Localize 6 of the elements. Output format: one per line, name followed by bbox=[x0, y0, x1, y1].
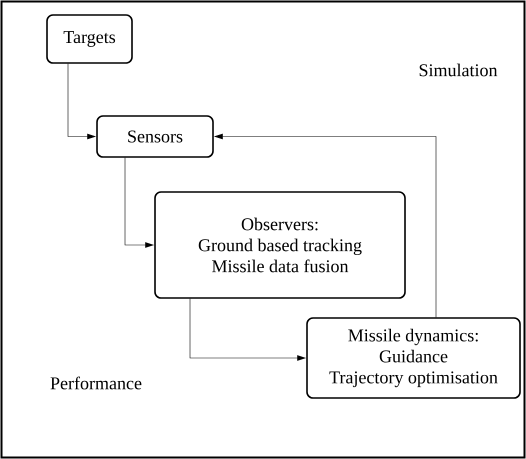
section-label: Simulation bbox=[420, 64, 498, 76]
process-box: Targets bbox=[46, 14, 133, 64]
process-box: Observers: Ground based tracking Missile data fusion bbox=[154, 191, 406, 299]
process-box: Sensors bbox=[96, 115, 214, 158]
section-label: Performance bbox=[50, 376, 142, 390]
process-box: Missile dynamics: Guidance Trajectory optimisation bbox=[306, 317, 521, 399]
